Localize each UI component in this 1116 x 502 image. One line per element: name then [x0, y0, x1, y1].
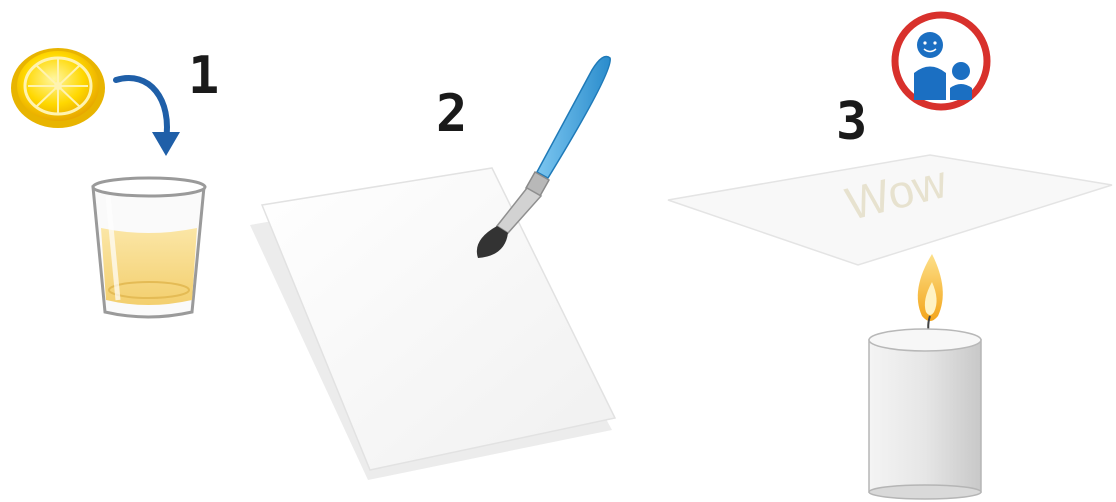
paintbrush-icon: [476, 55, 611, 258]
paper-sheet-icon: [250, 167, 617, 480]
curved-arrow-icon: [113, 75, 180, 156]
step-number-1: 1: [188, 46, 220, 106]
step-number-2: 2: [436, 84, 468, 144]
paper-sheet-with-message: Wow: [667, 154, 1113, 266]
lemon-half-icon: [11, 48, 105, 128]
candle-icon: [868, 254, 982, 500]
adult-supervision-icon: [891, 11, 991, 111]
glass-of-juice-icon: [91, 176, 207, 319]
step-number-3: 3: [836, 92, 868, 152]
